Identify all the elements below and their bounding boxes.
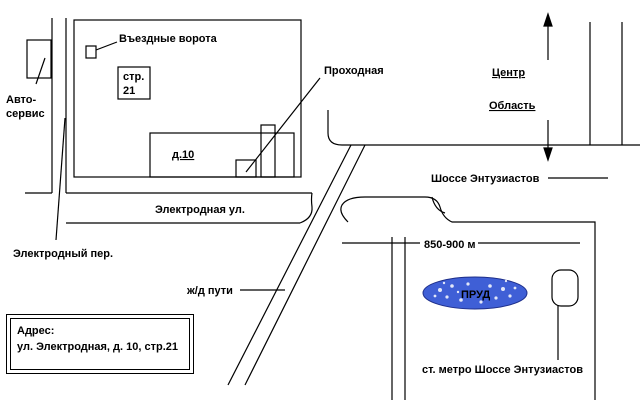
center-label: Центр [492, 67, 525, 79]
autoservice-box [26, 39, 52, 79]
elektrodny-lane-label: Электродный пер. [13, 248, 113, 260]
pond-icon [422, 276, 528, 310]
lane-pointer [55, 117, 66, 241]
address-box-inner [10, 318, 190, 370]
checkpoint-box [235, 159, 257, 178]
building-10 [149, 132, 295, 178]
elektrodnaya-street-label: Электродная ул. [155, 204, 245, 216]
railway-left-line [227, 144, 352, 386]
autoservice-pointer [35, 57, 46, 85]
checkpoint-label: Проходная [324, 65, 384, 77]
building-21-label-line2: 21 [123, 85, 135, 97]
distance-label: 850-900 м [424, 239, 476, 251]
autoservice-label-line1: Авто- [6, 94, 37, 106]
address-title: Адрес: [17, 325, 55, 337]
building-21-label-line1: стр. [123, 71, 144, 83]
highway-middle-curve [431, 196, 446, 214]
gate-label: Въездные ворота [119, 33, 218, 45]
metro-label: ст. метро Шоссе Энтузиастов [422, 364, 583, 376]
arrow-down-head-icon [543, 147, 553, 162]
checkpoint-pointer [245, 77, 321, 173]
address-text: ул. Электродная, д. 10, стр.21 [17, 341, 179, 353]
arrow-up-head-icon [543, 12, 553, 27]
metro-marker [551, 269, 579, 307]
building-10-label: д.10 [172, 149, 194, 161]
highway-north-edge [327, 110, 640, 146]
gate-pointer [95, 41, 118, 51]
region-label: Область [489, 100, 536, 112]
street-curve-left [299, 192, 313, 224]
highway-label: Шоссе Энтузиастов [431, 173, 540, 185]
building-21 [117, 66, 151, 100]
railway-label: ж/д пути [186, 285, 233, 297]
railway-right-line [244, 144, 366, 386]
address-box: Адрес: ул. Электродная, д. 10, стр.21 [6, 314, 194, 374]
gate-marker [85, 45, 97, 59]
tower-block [260, 124, 276, 178]
pond-label: ПРУД [461, 289, 490, 301]
autoservice-label-line2: сервис [6, 108, 45, 120]
highway-south-edge [340, 196, 596, 400]
